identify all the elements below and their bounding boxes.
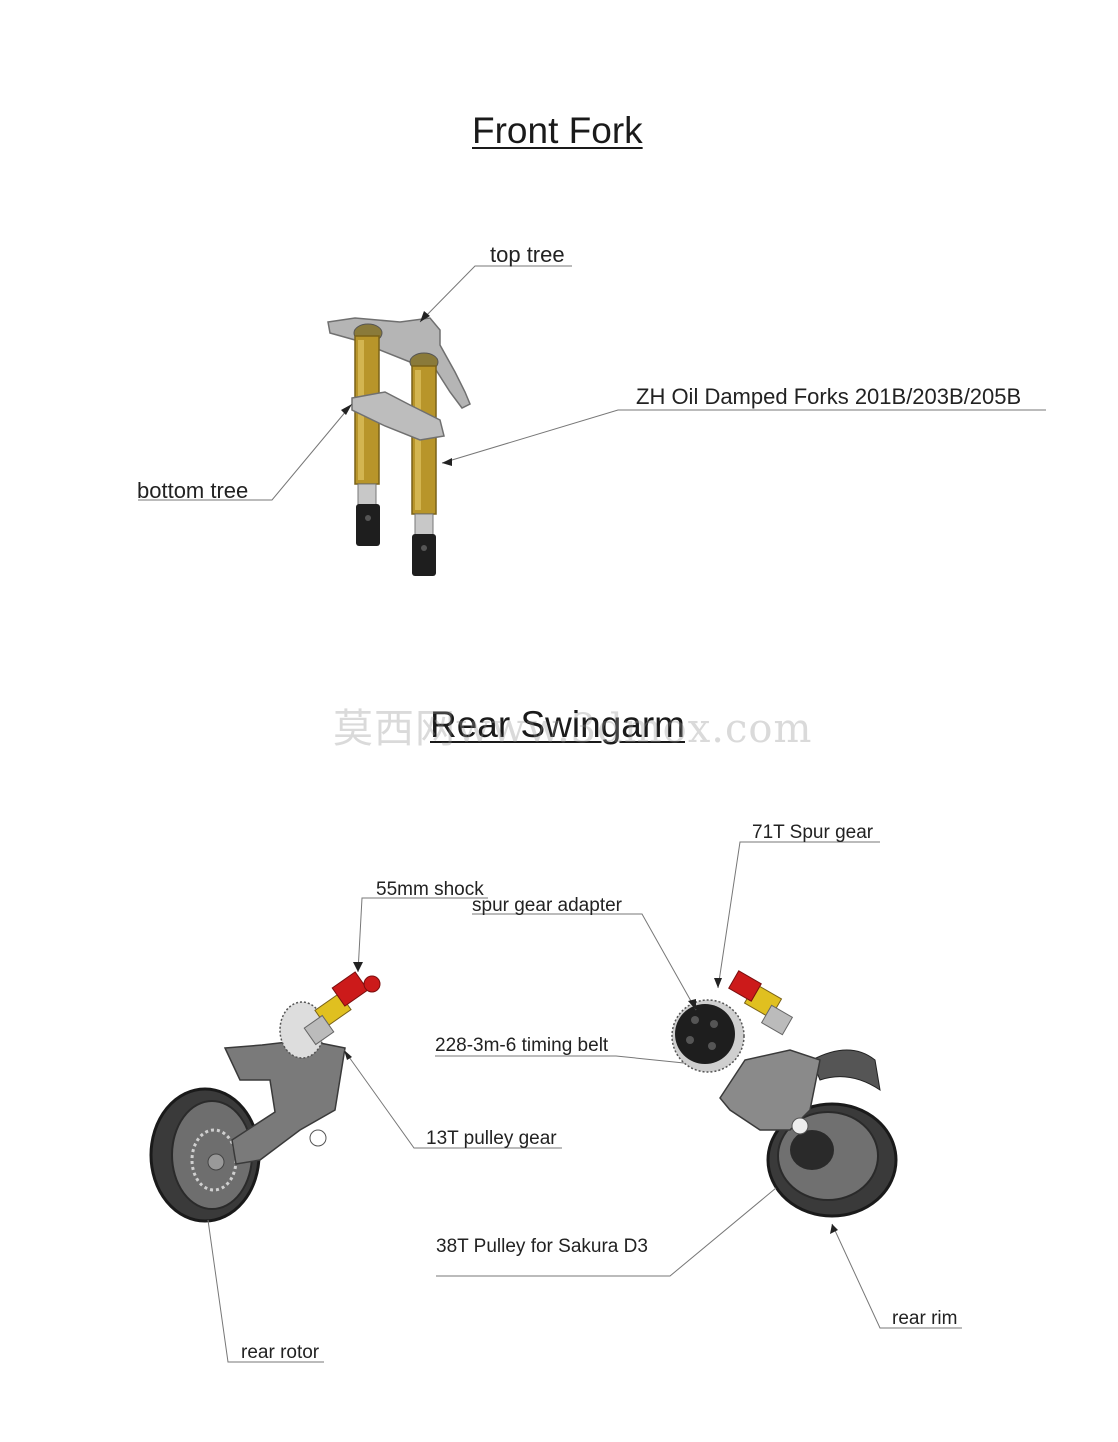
label-shock: 55mm shock [376,879,484,900]
label-spur-gear: 71T Spur gear [752,822,874,843]
label-bottom-tree: bottom tree [137,478,249,503]
swingarm-right-illustration [671,970,898,1218]
swingarm-left-illustration [149,971,381,1223]
label-pulley-13t: 13T pulley gear [426,1128,557,1149]
front-arrowheads [341,311,452,466]
label-timing-belt: 228-3m-6 timing belt [435,1035,609,1056]
front-leaders [138,265,1046,501]
rear-leaders [207,841,962,1363]
label-top-tree: top tree [490,242,565,267]
rear-swingarm-title: Rear Swingarm [430,704,685,745]
front-fork-title: Front Fork [472,110,643,151]
label-pulley-38t: 38T Pulley for Sakura D3 [436,1236,648,1257]
label-spur-gear-adapter: spur gear adapter [472,895,622,916]
front-fork-illustration [327,317,471,576]
label-rear-rotor: rear rotor [241,1342,320,1363]
label-rear-rim: rear rim [892,1308,958,1329]
rear-arrowheads [344,962,838,1234]
label-forks: ZH Oil Damped Forks 201B/203B/205B [636,384,1022,409]
watermark: 莫西网www.3dmox.com [333,706,813,752]
